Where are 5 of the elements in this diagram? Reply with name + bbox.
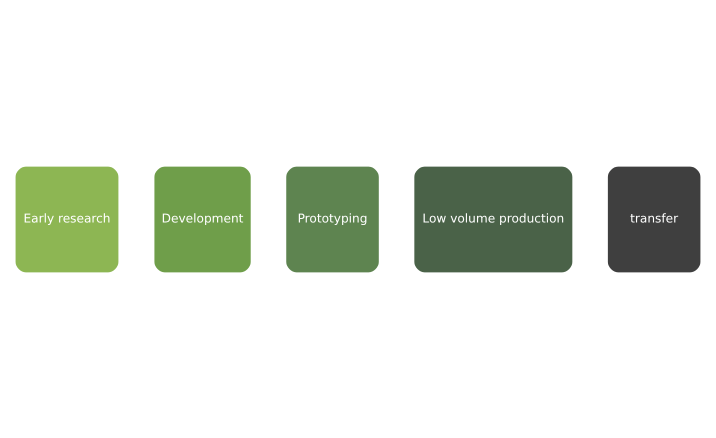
- node-box: Early research: [14, 164, 120, 274]
- node-box: Low volume production: [412, 164, 574, 274]
- node-box: Prototyping: [284, 164, 381, 274]
- node-box: transfer: [606, 164, 702, 274]
- node-box: Development: [152, 164, 253, 274]
